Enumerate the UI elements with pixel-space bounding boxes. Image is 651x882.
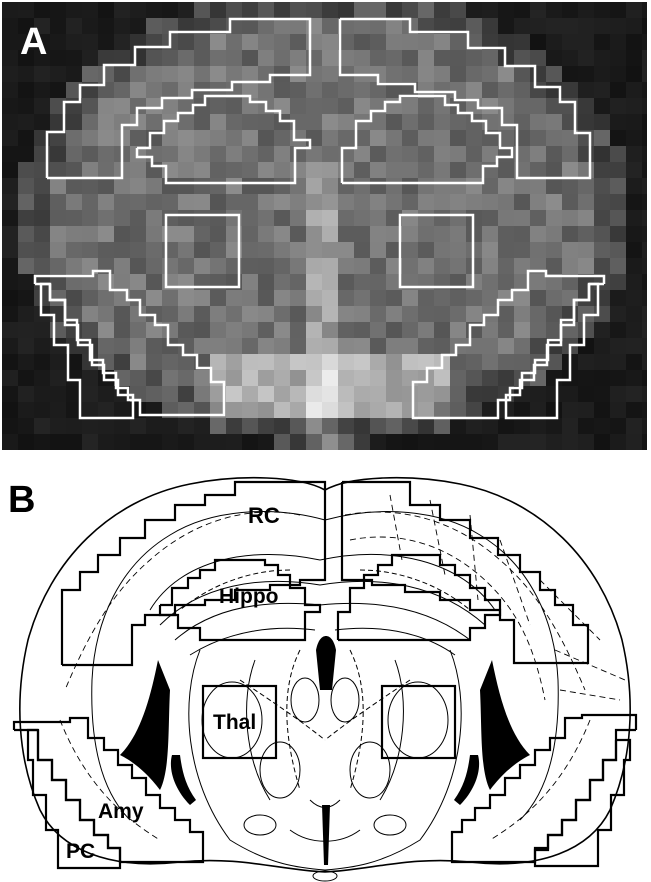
panel-b-letter: B (8, 479, 35, 521)
panel-b-roi-outlines (12, 480, 638, 870)
roi-b-left-hippo (158, 558, 322, 642)
roi-a-left-cortex (45, 17, 312, 180)
panel-b-labels: RC Hippo Thal Amy PC (66, 503, 280, 863)
mri-pixel-grid (2, 2, 647, 450)
label-rc: RC (248, 503, 280, 528)
label-hippo: Hippo (219, 585, 278, 608)
roi-b-right-thal (380, 684, 457, 760)
panel-b: B (8, 476, 638, 882)
roi-b-left-cortex (60, 480, 327, 667)
roi-a-left-pc (39, 282, 135, 420)
roi-a-right-cortex (338, 17, 592, 180)
roi-a-left-hippo (135, 94, 312, 185)
roi-a-right-pc (504, 282, 600, 420)
panel-a-roi-outlines (33, 17, 606, 420)
roi-b-right-pc (533, 738, 632, 868)
roi-a-right-hippo (340, 94, 514, 185)
roi-a-right-amy (411, 269, 606, 420)
roi-b-right-cortex (340, 480, 590, 665)
black-tracts (120, 636, 530, 865)
panel-a-letter: A (20, 21, 47, 63)
label-thal: Thal (213, 711, 256, 734)
panel-a: A (2, 2, 647, 450)
roi-a-left-thal (164, 213, 241, 289)
roi-a-left-amy (33, 269, 226, 417)
roi-b-right-hippo (336, 553, 502, 642)
label-amy: Amy (98, 800, 144, 823)
roi-a-right-thal (398, 213, 475, 289)
cortex-inner-contour (91, 511, 559, 821)
brain-outer-contour (19, 476, 631, 873)
roi-b-right-amy (450, 713, 638, 864)
cortex-layer-dashes (59, 494, 626, 841)
roi-b-left-thal (201, 684, 278, 760)
roi-b-left-pc (26, 728, 122, 870)
label-pc: PC (66, 840, 95, 863)
